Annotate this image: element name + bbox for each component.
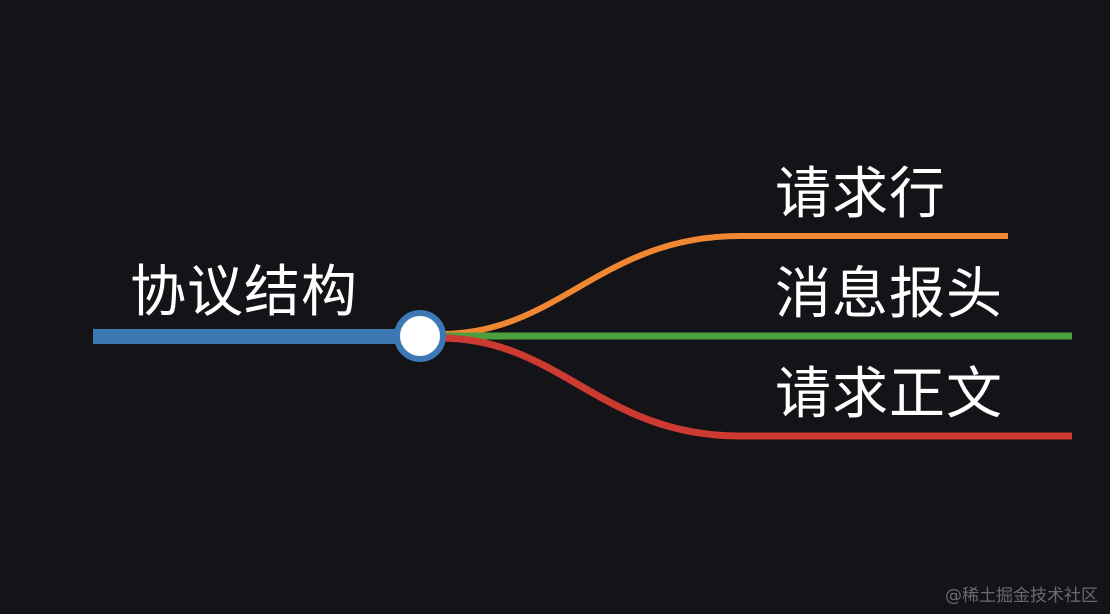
branch-line-request-line [439, 233, 1008, 337]
watermark: @稀土掘金技术社区 [945, 586, 1098, 606]
root-topic-label[interactable]: 协议结构 [130, 260, 358, 325]
branch-label-message-header[interactable]: 消息报头 [775, 262, 1003, 327]
root-node-circle[interactable] [394, 310, 446, 362]
branch-label-request-body[interactable]: 请求正文 [775, 362, 1003, 427]
branch-label-request-line[interactable]: 请求行 [775, 162, 946, 227]
branch-line-request-body [439, 334, 1072, 440]
root-branch-line [93, 329, 403, 344]
